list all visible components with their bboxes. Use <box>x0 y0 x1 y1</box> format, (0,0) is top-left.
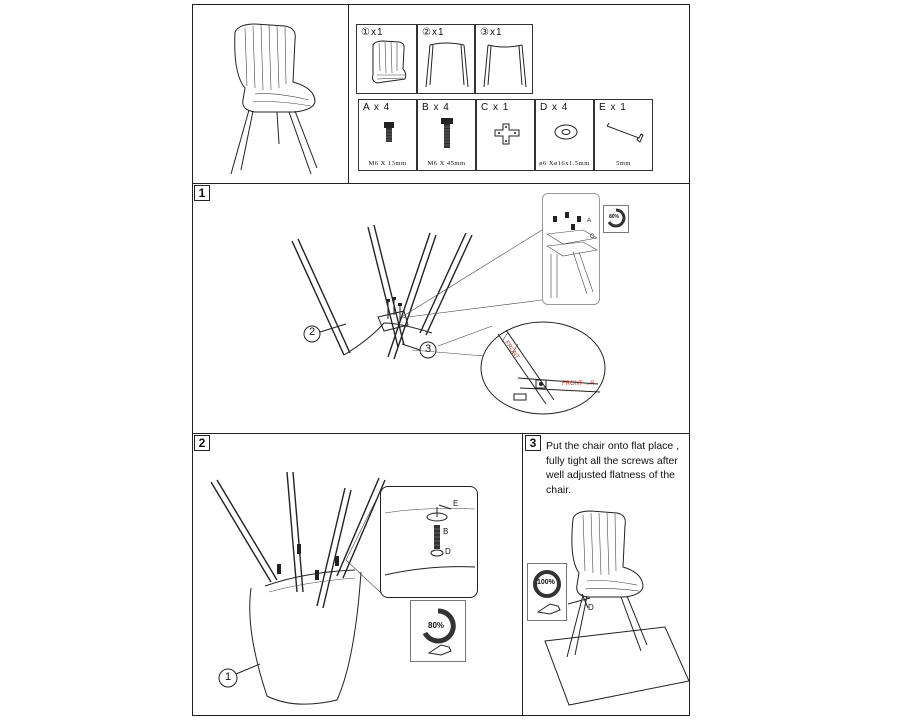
part-1-label: ①x1 <box>361 27 384 38</box>
hardware-e-label: E x 1 <box>599 102 627 113</box>
back-leg-frame-icon <box>483 44 527 88</box>
hardware-a-label: A x 4 <box>363 102 391 113</box>
instruction-sheet-frame <box>192 4 690 716</box>
hardware-a-cell: A x 4 M6 X 13mm <box>358 99 417 171</box>
divider-step2-3 <box>522 433 523 716</box>
step1-detail-inset: A C <box>542 193 600 305</box>
step3-chair-on-floor-illustration <box>544 510 690 706</box>
step3-tighten-100-label: 100% <box>537 579 555 586</box>
step2-tighten-80-badge: 80% <box>410 600 466 662</box>
long-bolt-icon <box>441 118 453 148</box>
part-2-cell: ②x1 <box>417 24 475 94</box>
part-2-label: ②x1 <box>422 27 445 38</box>
seat-part-icon <box>372 40 407 84</box>
hand-icon <box>427 644 452 656</box>
front-label-horizontal: FRONT →R <box>562 381 595 387</box>
part-3-callout-number: 3 <box>424 343 432 355</box>
hardware-e-cell: E x 1 5mm <box>594 99 653 171</box>
step2-letter-b: B <box>443 527 449 536</box>
step1-tighten-80-badge: 80% <box>603 205 629 233</box>
hand-icon <box>536 603 561 615</box>
part-1-cell: ①x1 <box>356 24 417 94</box>
step3-tighten-100-badge: 100% <box>527 563 567 621</box>
hardware-b-cell: B x 4 M6 X 45mm <box>417 99 476 171</box>
divider-header-vertical <box>348 4 349 183</box>
part-1-callout <box>218 663 261 688</box>
part-3-callout <box>401 341 437 359</box>
hardware-d-caption: ø6 Xø16x1.5mm <box>539 160 590 167</box>
bolt-washer-key-detail <box>384 504 476 576</box>
short-bolt-icon <box>384 122 394 142</box>
tighten-rotation-icon <box>533 570 561 598</box>
step-1-number: 1 <box>194 185 210 201</box>
part-3-cell: ③x1 <box>475 24 533 94</box>
part-1-callout-number: 1 <box>224 671 232 683</box>
cross-plate-icon <box>494 123 520 145</box>
tighten-rotation-icon <box>422 608 456 644</box>
hardware-a-caption: M6 X 13mm <box>368 160 407 167</box>
step-3-number: 3 <box>525 435 541 451</box>
step1-leg-frame-illustration <box>291 224 473 360</box>
step1-tighten-80-label: 80% <box>609 214 620 220</box>
allen-key-icon <box>606 122 644 143</box>
hardware-b-label: B x 4 <box>422 102 450 113</box>
part-3-label: ③x1 <box>480 27 503 38</box>
divider-header <box>192 183 690 184</box>
step2-detail-inset: E B D <box>380 486 478 598</box>
hardware-d-label: D x 4 <box>540 102 569 113</box>
step3-letter-d: D <box>588 603 594 612</box>
front-leg-frame-icon <box>425 42 469 88</box>
assembled-chair-illustration <box>230 23 318 175</box>
step2-letter-e: E <box>453 499 459 508</box>
hardware-c-cell: C x 1 <box>476 99 535 171</box>
part-2-callout <box>303 323 347 343</box>
step2-tighten-80-label: 80% <box>428 621 445 630</box>
hardware-d-cell: D x 4 ø6 Xø16x1.5mm <box>535 99 594 171</box>
front-orientation-magnifier <box>480 321 606 415</box>
step1-letter-a: A <box>587 218 592 224</box>
step1-letter-c: C <box>590 234 595 240</box>
hardware-c-label: C x 1 <box>481 102 510 113</box>
tighten-rotation-icon <box>607 208 626 228</box>
bolt-assembly-detail <box>546 212 598 298</box>
hardware-b-caption: M6 X 45mm <box>427 160 466 167</box>
step-3-instruction: Put the chair onto flat place , fully ti… <box>546 440 680 496</box>
divider-step1 <box>192 433 690 434</box>
part-2-callout-number: 2 <box>308 326 316 338</box>
step2-seat-attachment-illustration <box>210 471 386 705</box>
step2-letter-d: D <box>445 547 451 556</box>
washer-icon <box>554 124 578 140</box>
hardware-e-caption: 5mm <box>616 160 631 167</box>
step-2-number: 2 <box>194 435 210 451</box>
